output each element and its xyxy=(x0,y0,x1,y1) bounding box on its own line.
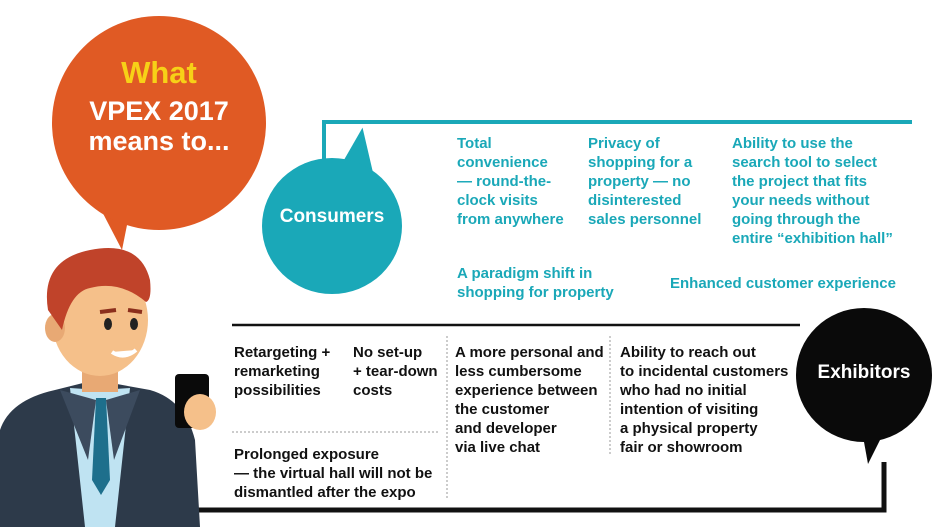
consumer-point-4: A paradigm shift in shopping for propert… xyxy=(457,265,614,301)
exhibitor-point-2: No set-up + tear-down costs xyxy=(353,344,438,399)
lapel-right xyxy=(106,390,140,460)
exhibitor-point-5: Prolonged exposure — the virtual hall wi… xyxy=(234,446,433,501)
eye-right xyxy=(130,318,138,330)
hair xyxy=(46,248,151,330)
lapel-left xyxy=(60,390,96,460)
brows xyxy=(99,308,143,314)
consumer-point-5: Enhanced customer experience xyxy=(670,275,896,292)
consumers-bubble xyxy=(262,158,402,294)
exhibitors-label: Exhibitors xyxy=(817,362,911,383)
consumer-point-3: Ability to use the search tool to select… xyxy=(732,135,893,247)
man-illustration xyxy=(0,248,216,527)
exhibitor-point-4: Ability to reach out to incidental custo… xyxy=(620,344,789,456)
exhibitor-point-1: Retargeting + remarketing possibilities xyxy=(234,344,331,399)
hand xyxy=(184,394,216,430)
mouth xyxy=(110,348,138,358)
bubble-what: What xyxy=(121,55,197,90)
bubble-line1: VPEX 2017 xyxy=(89,96,229,126)
tie xyxy=(92,398,110,495)
bubble-line2: means to... xyxy=(88,126,230,156)
exhibitors-bubble xyxy=(796,308,932,442)
exhibitor-point-3: A more personal and less cumbersome expe… xyxy=(455,344,604,456)
speech-bubble xyxy=(52,16,266,230)
consumer-point-1: Total convenience — round-the- clock vis… xyxy=(457,135,564,228)
consumers-bracket xyxy=(322,120,912,172)
exhibitors-bracket xyxy=(120,462,887,513)
consumer-point-2: Privacy of shopping for a property — no … xyxy=(588,135,702,228)
consumers-label: Consumers xyxy=(279,206,385,227)
eye-left xyxy=(104,318,112,330)
bubble-title: VPEX 2017 means to... xyxy=(52,96,266,156)
